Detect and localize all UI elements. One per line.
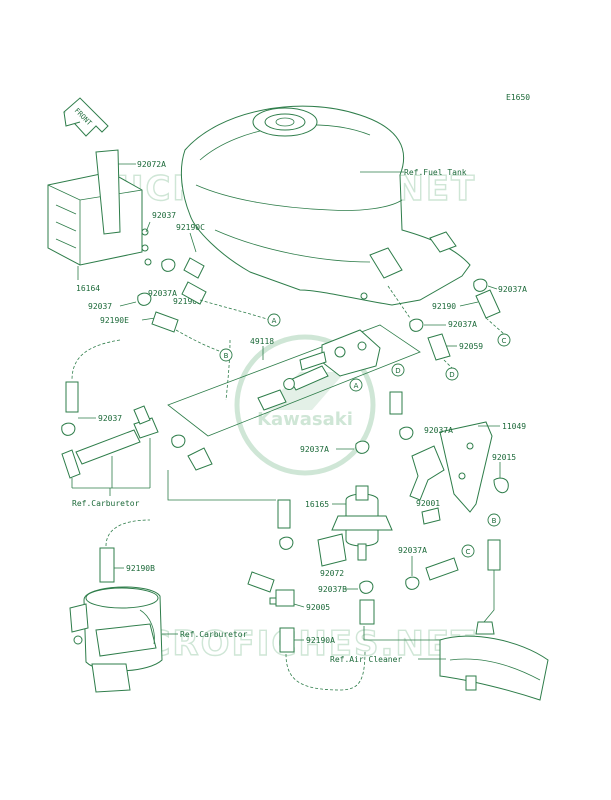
label-92037A-right-mid: 92037A <box>448 320 477 329</box>
connector-C-lower: C <box>461 544 475 558</box>
connector-D-right: D <box>445 367 459 381</box>
air-cleaner <box>439 621 549 701</box>
clip-92037A-lower <box>405 576 420 590</box>
connector-B-upper: B <box>219 348 233 362</box>
label-92037A-lower: 92037A <box>398 546 427 555</box>
canister-16164 <box>47 149 152 266</box>
label-16164: 16164 <box>76 284 100 293</box>
label-92037-top: 92037 <box>152 211 176 220</box>
front-arrow-icon: FRONT <box>63 97 109 137</box>
hose-center-diag <box>247 571 275 593</box>
label-92037A-center: 92037A <box>300 445 329 454</box>
label-92001: 92001 <box>416 499 440 508</box>
svg-text:C: C <box>502 337 507 345</box>
hose-lower-b <box>487 539 501 571</box>
fuel-valve-assembly <box>167 324 421 437</box>
label-92037A-right-top: 92037A <box>498 285 527 294</box>
fuel-pump-16165 <box>331 440 393 561</box>
svg-text:C: C <box>466 548 471 556</box>
svg-text:A: A <box>354 382 359 390</box>
t-fitting-left <box>61 381 213 479</box>
svg-text:A: A <box>272 317 277 325</box>
fuel-tank <box>180 105 471 306</box>
hose-center-upper <box>277 499 291 529</box>
label-92037-mid: 92037 <box>88 302 112 311</box>
hose-92190E <box>151 311 179 333</box>
label-92037-left: 92037 <box>98 414 122 423</box>
hose-pump-out <box>359 599 375 625</box>
label-92190: 92190 <box>432 302 456 311</box>
label-16165: 16165 <box>305 500 329 509</box>
diagram-code: E1650 <box>506 93 530 102</box>
ref-carburetor-left: Ref.Carburetor <box>72 499 140 508</box>
svg-text:D: D <box>395 367 400 375</box>
connector-C-right: C <box>497 333 511 347</box>
connector-B-lower: B <box>487 513 501 527</box>
label-92037B: 92037B <box>318 585 347 594</box>
label-92072: 92072 <box>320 569 344 578</box>
label-92072A: 92072A <box>137 160 166 169</box>
ref-fuel-tank: Ref.Fuel Tank <box>404 168 467 177</box>
label-92190C: 92190C <box>176 223 205 232</box>
clip-center <box>279 536 294 550</box>
label-92037A-left: 92037A <box>148 289 177 298</box>
connector-D-mid: D <box>391 363 405 377</box>
label-92015: 92015 <box>492 453 516 462</box>
nut-92015 <box>493 477 509 494</box>
ref-air-cleaner: Ref.Air Cleaner <box>330 655 402 664</box>
label-92190E: 92190E <box>100 316 129 325</box>
hose-92190 <box>475 289 501 319</box>
hose-92190A <box>279 627 295 653</box>
hose-92190D <box>181 281 207 305</box>
logo-text: Kawasaki <box>257 409 353 430</box>
hose-92059 <box>427 333 451 361</box>
hose-lower-c <box>425 557 459 581</box>
svg-text:B: B <box>492 517 497 525</box>
label-92190A: 92190A <box>306 636 335 645</box>
strap-92072 <box>317 533 347 567</box>
clip-92037-mid <box>137 292 152 306</box>
bolt-92001 <box>421 507 441 525</box>
clip-92037B <box>359 580 374 594</box>
ref-carburetor-bottom: Ref.Carburetor <box>180 630 248 639</box>
hose-92190C <box>183 257 205 279</box>
clip-92037A-left <box>161 258 176 272</box>
label-92005: 92005 <box>306 603 330 612</box>
clip-92037A-right-top <box>473 278 488 292</box>
carburetor <box>69 547 163 693</box>
clip-92037A-right-mid <box>409 318 424 332</box>
label-92059: 92059 <box>459 342 483 351</box>
label-49118: 49118 <box>250 337 274 346</box>
label-92037A-bracket: 92037A <box>424 426 453 435</box>
svg-text:D: D <box>449 371 454 379</box>
bracket-11049 <box>389 391 493 513</box>
fitting-92005 <box>275 589 295 607</box>
label-92190D: 92190D <box>173 297 202 306</box>
label-92190B: 92190B <box>126 564 155 573</box>
connector-A-mid: A <box>349 378 363 392</box>
label-11049: 11049 <box>502 422 526 431</box>
connector-A-upper: A <box>267 313 281 327</box>
svg-text:B: B <box>224 352 229 360</box>
